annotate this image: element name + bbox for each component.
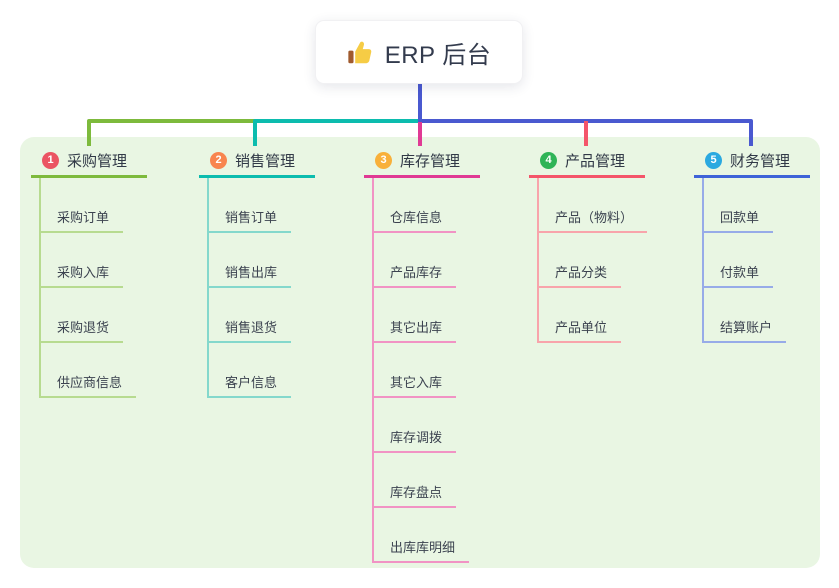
branch-children: 回款单付款单结算账户 xyxy=(702,178,810,343)
child-node[interactable]: 仓库信息 xyxy=(374,178,457,233)
child-node[interactable]: 采购订单 xyxy=(41,178,124,233)
branch-column: 2 销售管理 销售订单销售出库销售退货客户信息 xyxy=(199,145,315,398)
branch-node[interactable]: 1 采购管理 xyxy=(31,145,147,178)
child-node[interactable]: 产品（物料） xyxy=(539,178,648,233)
branch-column: 1 采购管理 采购订单采购入库采购退货供应商信息 xyxy=(31,145,147,398)
child-node[interactable]: 库存盘点 xyxy=(374,453,457,508)
branch-children: 销售订单销售出库销售退货客户信息 xyxy=(207,178,315,398)
branch-children: 采购订单采购入库采购退货供应商信息 xyxy=(39,178,147,398)
child-node[interactable]: 结算账户 xyxy=(704,288,787,343)
child-node[interactable]: 产品分类 xyxy=(539,233,622,288)
child-node[interactable]: 出库库明细 xyxy=(374,508,470,563)
mindmap-panel xyxy=(20,137,820,568)
child-node[interactable]: 销售订单 xyxy=(209,178,292,233)
root-node[interactable]: ERP 后台 xyxy=(315,20,523,84)
child-node[interactable]: 供应商信息 xyxy=(41,343,137,398)
branch-node[interactable]: 3 库存管理 xyxy=(364,145,480,178)
branch-number-badge: 5 xyxy=(705,151,722,169)
child-node[interactable]: 其它入库 xyxy=(374,343,457,398)
branch-label: 财务管理 xyxy=(730,152,791,170)
child-node[interactable]: 采购入库 xyxy=(41,233,124,288)
branch-column: 4 产品管理 产品（物料）产品分类产品单位 xyxy=(529,145,648,343)
child-node[interactable]: 回款单 xyxy=(704,178,774,233)
child-node[interactable]: 其它出库 xyxy=(374,288,457,343)
thumb-hand xyxy=(354,41,372,63)
child-node[interactable]: 付款单 xyxy=(704,233,774,288)
thumb-cuff xyxy=(348,50,354,63)
branch-node[interactable]: 5 财务管理 xyxy=(694,145,810,178)
branch-node[interactable]: 2 销售管理 xyxy=(199,145,315,178)
branch-number-badge: 4 xyxy=(540,151,557,169)
child-node[interactable]: 销售退货 xyxy=(209,288,292,343)
branch-label: 销售管理 xyxy=(235,152,296,170)
root-title: ERP 后台 xyxy=(384,41,492,69)
branch-node[interactable]: 4 产品管理 xyxy=(529,145,645,178)
branch-number-badge: 2 xyxy=(210,151,227,169)
child-node[interactable]: 客户信息 xyxy=(209,343,292,398)
child-node[interactable]: 库存调拨 xyxy=(374,398,457,453)
branch-label: 产品管理 xyxy=(565,152,626,170)
branch-label: 库存管理 xyxy=(400,152,461,170)
branch-number-badge: 1 xyxy=(42,151,59,169)
child-node[interactable]: 产品单位 xyxy=(539,288,622,343)
child-node[interactable]: 产品库存 xyxy=(374,233,457,288)
branch-label: 采购管理 xyxy=(67,152,128,170)
branch-number-badge: 3 xyxy=(375,151,392,169)
thumbs-up-icon xyxy=(347,39,374,66)
child-node[interactable]: 销售出库 xyxy=(209,233,292,288)
branch-column: 3 库存管理 仓库信息产品库存其它出库其它入库库存调拨库存盘点出库库明细 xyxy=(364,145,480,563)
branch-column: 5 财务管理 回款单付款单结算账户 xyxy=(694,145,810,343)
branch-children: 仓库信息产品库存其它出库其它入库库存调拨库存盘点出库库明细 xyxy=(372,178,480,563)
branch-children: 产品（物料）产品分类产品单位 xyxy=(537,178,648,343)
child-node[interactable]: 采购退货 xyxy=(41,288,124,343)
